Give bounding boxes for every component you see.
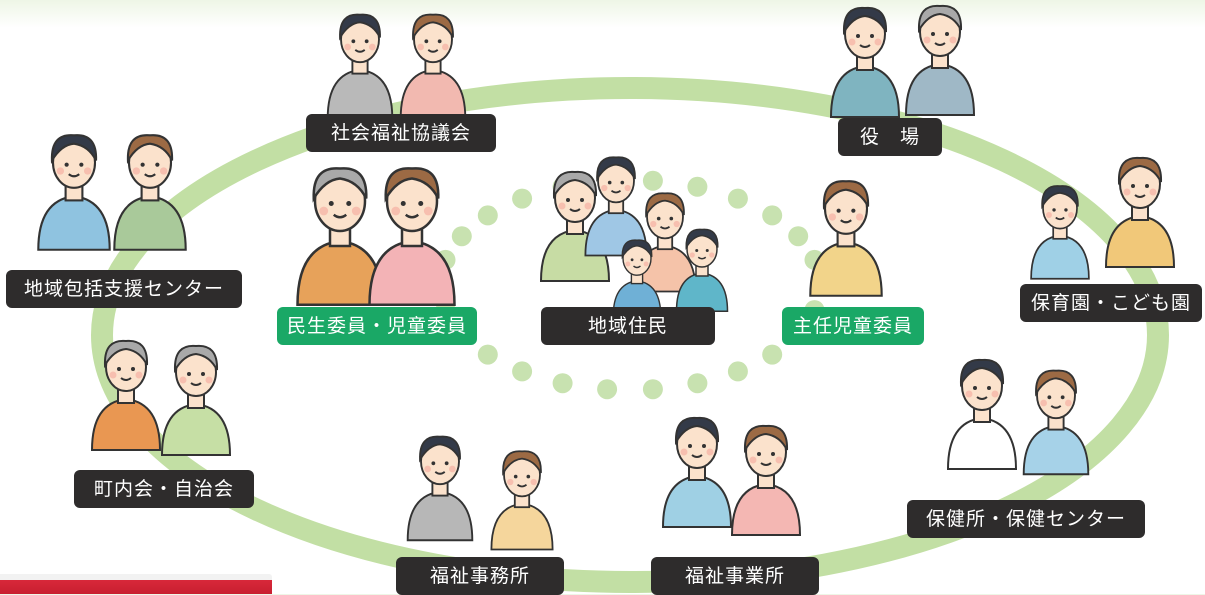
label-nursery-kindergarten: 保育園・こども園 xyxy=(1020,284,1202,322)
inner-ring-dot xyxy=(762,205,783,226)
inner-ring-dot xyxy=(477,344,498,365)
inner-ring-dot xyxy=(788,226,809,247)
person-illustration xyxy=(946,358,1018,470)
person-illustration xyxy=(406,435,474,542)
inner-ring-dot xyxy=(477,205,498,226)
person-illustration xyxy=(160,344,232,456)
inner-ring-dot xyxy=(727,188,748,209)
person-illustration xyxy=(399,13,467,120)
person-illustration xyxy=(490,450,554,551)
inner-ring-dot xyxy=(687,373,708,394)
label-social-welfare-council: 社会福祉協議会 xyxy=(306,114,496,152)
inner-ring-dot xyxy=(552,373,573,394)
person-illustration xyxy=(730,424,802,536)
label-minsei-jido-iin: 民生委員・児童委員 xyxy=(277,307,477,345)
person-illustration xyxy=(675,228,729,312)
person-illustration xyxy=(90,339,162,451)
person-illustration xyxy=(1022,369,1090,476)
inner-ring-dot xyxy=(512,188,533,209)
person-illustration xyxy=(661,416,733,528)
person-illustration xyxy=(539,170,611,282)
person-illustration xyxy=(113,134,187,251)
label-welfare-office: 福祉事務所 xyxy=(396,557,564,595)
person-illustration xyxy=(368,167,456,306)
person-illustration xyxy=(37,134,111,251)
person-illustration xyxy=(1104,156,1176,268)
label-town-office: 役 場 xyxy=(838,118,942,156)
inner-ring-dot xyxy=(642,170,663,191)
photo-thumbnail-corner xyxy=(0,574,272,594)
label-health-center: 保健所・保健センター xyxy=(907,500,1145,538)
person-illustration xyxy=(296,167,384,306)
inner-ring-dot xyxy=(727,361,748,382)
person-illustration xyxy=(326,13,394,120)
inner-ring-dot xyxy=(512,361,533,382)
inner-ring-dot xyxy=(597,379,618,400)
outer-ring xyxy=(91,77,1169,593)
inner-ring-dot xyxy=(642,379,663,400)
inner-ring-dot xyxy=(762,344,783,365)
outer-ring-path xyxy=(91,77,1169,593)
person-illustration xyxy=(1030,185,1090,280)
label-welfare-service-provider: 福祉事業所 xyxy=(651,557,819,595)
label-community-support-center: 地域包括支援センター xyxy=(6,270,242,308)
inner-ring-dot xyxy=(687,176,708,197)
center-label-residents: 地域住民 xyxy=(541,307,715,345)
person-illustration xyxy=(809,180,883,297)
label-shunin-jido-iin: 主任児童委員 xyxy=(782,307,924,345)
label-neighborhood-association: 町内会・自治会 xyxy=(74,470,254,508)
inner-ring-dot xyxy=(451,226,472,247)
person-illustration xyxy=(904,4,976,116)
person-illustration xyxy=(829,6,901,118)
